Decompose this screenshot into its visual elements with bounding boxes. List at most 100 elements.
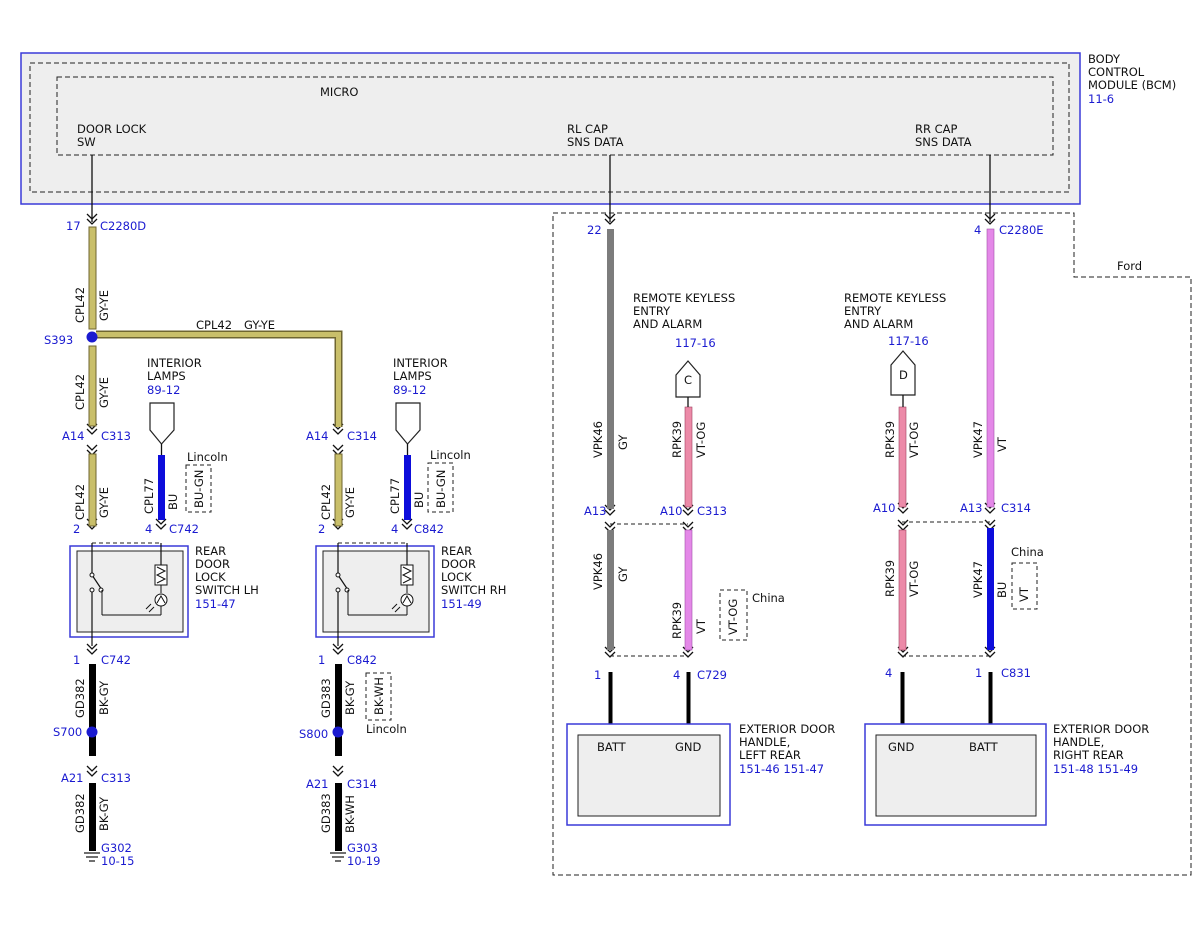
rke-lr-2: ENTRY	[633, 304, 671, 318]
ground-wires	[89, 664, 342, 851]
pin-2-r: 2	[318, 522, 325, 536]
option-vt: VT	[1017, 586, 1031, 602]
circuit-rpk39-1: RPK39	[670, 421, 684, 458]
pin-22: 22	[587, 223, 602, 237]
option-bk-wh: BK-WH	[372, 677, 386, 715]
handle-rr-2: HANDLE,	[1053, 735, 1104, 749]
china-label-rr: China	[1011, 545, 1044, 559]
circuit-gd383-1: GD383	[319, 678, 333, 718]
splice-s393: S393	[44, 333, 73, 347]
pin-4-c831: 4	[885, 666, 892, 680]
color-gy-1: GY	[616, 434, 630, 450]
ford-region-border	[552, 212, 1192, 876]
rke-ref-c: 117-16	[675, 336, 716, 350]
ground-g303-ref: 10-19	[347, 854, 380, 868]
cross-gy-ye: GY-YE	[244, 318, 275, 332]
ground-g303: G303	[347, 841, 378, 855]
splice-s700-dot	[86, 726, 98, 738]
door-lock-sw-label-1: DOOR LOCK	[77, 122, 147, 136]
connector-c742-top: C742	[169, 522, 199, 536]
pin-1-l: 1	[73, 653, 80, 667]
switch-rh-4: SWITCH RH	[441, 583, 506, 597]
connector-chevron-icon	[155, 518, 167, 530]
door-lock-sw-label-2: SW	[77, 135, 96, 149]
rear-door-lock-switch-rh	[315, 543, 435, 646]
interior-lamps-r1: INTERIOR	[393, 356, 448, 370]
connector-c742-bottom: C742	[101, 653, 131, 667]
wire-bu-rr	[987, 528, 994, 650]
switch-lh-4: SWITCH LH	[195, 583, 259, 597]
connector-letter-c: C	[684, 373, 692, 387]
switch-rh-2: DOOR	[441, 557, 476, 571]
rke-rr-1: REMOTE KEYLESS	[844, 291, 946, 305]
pin-a13-r: A13	[960, 501, 983, 515]
pin-gnd-rr: GND	[888, 740, 915, 754]
pin-17: 17	[66, 219, 81, 233]
china-option-box-rr	[1011, 562, 1038, 610]
switch-lh-1: REAR	[195, 544, 226, 558]
interior-lamps-ref-r: 89-12	[393, 383, 426, 397]
pin-4-r: 4	[391, 522, 398, 536]
circuit-cpl77-l: CPL77	[142, 478, 156, 514]
connector-c313-bottom: C313	[101, 771, 131, 785]
splice-s393-dot	[86, 331, 98, 343]
switch-rh-ref: 151-49	[441, 597, 482, 611]
switch-lh-3: LOCK	[195, 570, 226, 584]
switch-rh-3: LOCK	[441, 570, 472, 584]
splice-s800: S800	[299, 727, 328, 741]
interior-lamps-l2: LAMPS	[147, 369, 186, 383]
option-bu-gn-r: BU-GN	[434, 470, 448, 508]
connector-chevron-icon	[332, 643, 344, 655]
interior-lamp-connector-left	[149, 402, 175, 445]
color-bk-gy-1: BK-GY	[97, 680, 111, 715]
exterior-door-handle-lr	[566, 723, 731, 826]
color-gy-ye-4: GY-YE	[343, 487, 357, 518]
pin-1-r: 1	[318, 653, 325, 667]
connector-chevron-icon	[86, 213, 98, 225]
handle-lr-1: EXTERIOR DOOR	[739, 722, 835, 736]
pin-a10-l: A10	[660, 504, 683, 518]
handle-lr-3: LEFT REAR	[739, 748, 801, 762]
handle-rr-ref: 151-48 151-49	[1053, 762, 1138, 776]
color-bk-gy-r: BK-GY	[343, 680, 357, 715]
circuit-cpl77-r: CPL77	[388, 478, 402, 514]
bcm-module	[20, 52, 1081, 205]
connector-chevron-icon	[401, 518, 413, 530]
china-option-box-lr	[719, 589, 748, 641]
handle-lr-ref: 151-46 151-47	[739, 762, 824, 776]
bcm-title-2: CONTROL	[1088, 65, 1145, 79]
connector-letter-d: D	[899, 368, 908, 382]
lincoln-option-box-right	[427, 462, 454, 513]
color-bk-gy-2: BK-GY	[97, 796, 111, 831]
pin-a13-l: A13	[584, 504, 607, 518]
wire-vt-og-d	[898, 406, 907, 508]
pin-a14-l: A14	[62, 429, 85, 443]
exterior-door-handle-rr	[864, 723, 1047, 826]
color-vt-og-1: VT-OG	[694, 422, 708, 458]
pin-gnd-lr: GND	[675, 740, 702, 754]
china-label-lr: China	[752, 591, 785, 605]
interior-lamps-ref-l: 89-12	[147, 383, 180, 397]
color-vt-og-2: VT-OG	[907, 422, 921, 458]
connector-chevron-icon	[86, 765, 98, 777]
right-dashed-joins	[610, 521, 990, 657]
pin-a14-r: A14	[306, 429, 329, 443]
connector-chevron-icon	[332, 765, 344, 777]
rke-lr-3: AND ALARM	[633, 317, 702, 331]
wire-gy-ye-group	[88, 226, 343, 527]
color-gy-ye-2: GY-YE	[97, 377, 111, 408]
pin-a10-r: A10	[873, 501, 896, 515]
circuit-vpk47-2: VPK47	[971, 561, 985, 598]
rl-cap-label-1: RL CAP	[567, 122, 608, 136]
connector-c842-top: C842	[414, 522, 444, 536]
circuit-cpl42-2: CPL42	[73, 374, 87, 410]
connector-c313-right: C313	[697, 504, 727, 518]
circuit-vpk47-1: VPK47	[971, 421, 985, 458]
color-gy-2: GY	[616, 566, 630, 582]
wire-gy-lower	[607, 530, 614, 650]
color-bu-l: BU	[166, 494, 180, 510]
wire-bu-right	[404, 455, 411, 520]
wire-vt-lr	[684, 529, 693, 651]
switch-lh-ref: 151-47	[195, 597, 236, 611]
